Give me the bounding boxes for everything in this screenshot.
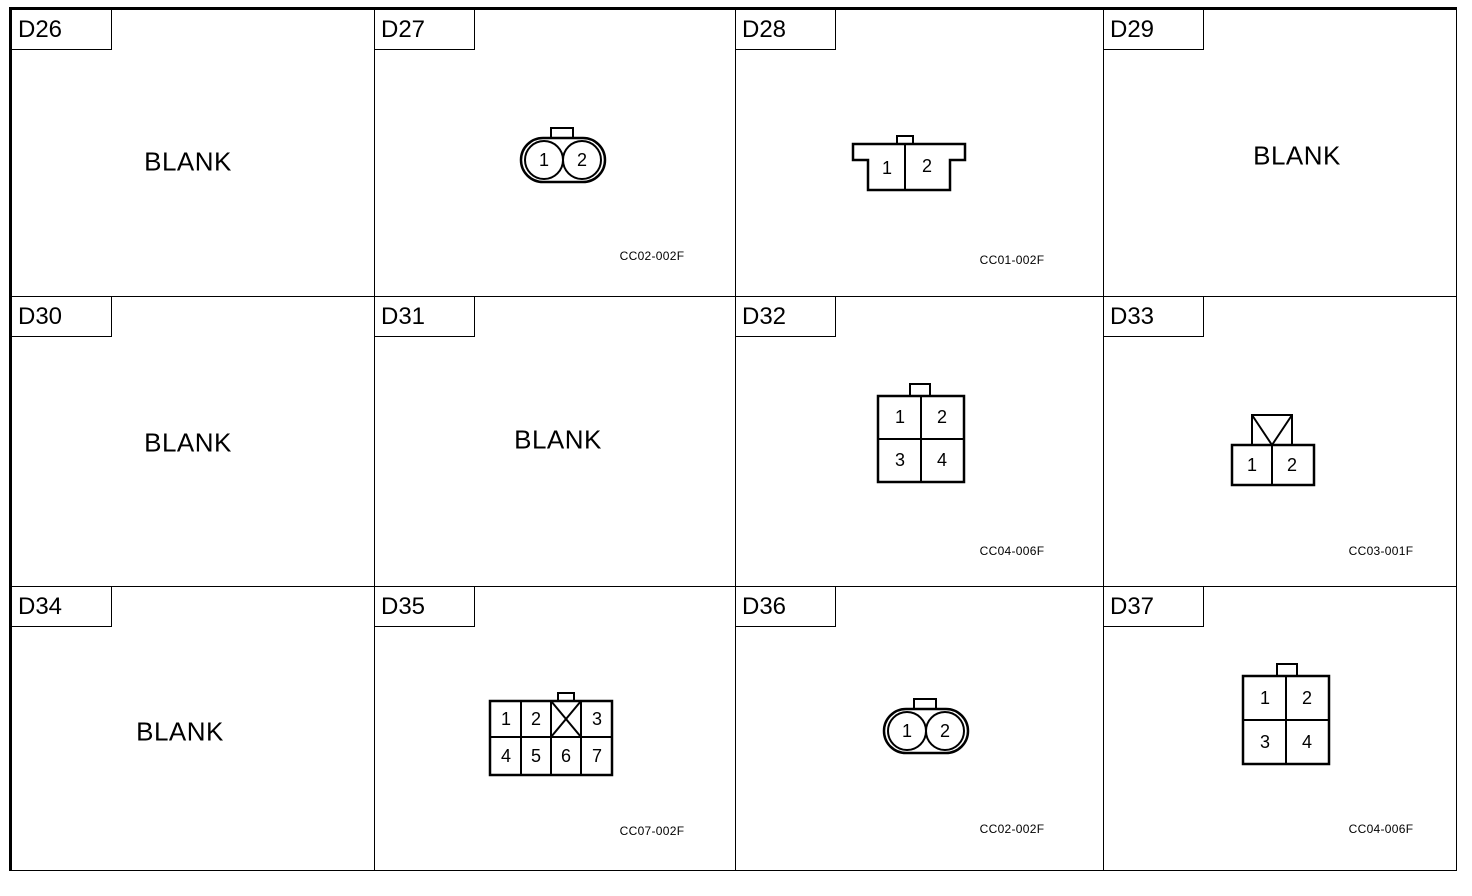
- cell-label: D36: [736, 587, 836, 627]
- pin-1: 1: [1260, 688, 1270, 708]
- connector-code: CC04-006F: [979, 544, 1045, 558]
- cell-d31: D31 BLANK: [374, 296, 737, 587]
- pin-2: 2: [1287, 455, 1297, 475]
- cell-d28: D28 1 2 CC01-002F: [735, 9, 1105, 297]
- cell-label: D27: [375, 10, 475, 50]
- cell-label: D37: [1104, 587, 1204, 627]
- cell-d30: D30 BLANK: [11, 296, 376, 587]
- cell-d26: D26 BLANK: [11, 9, 376, 297]
- connector-code: CC04-006F: [1348, 822, 1414, 836]
- connector-grid: D26 BLANK D27 1 2 CC02-002F D28 1 2 CC01…: [9, 7, 1457, 871]
- cell-label: D28: [736, 10, 836, 50]
- cell-label: D35: [375, 587, 475, 627]
- pin-2: 2: [577, 150, 587, 170]
- blank-text: BLANK: [514, 424, 602, 455]
- pin-3: 3: [895, 450, 905, 470]
- cell-d27: D27 1 2 CC02-002F: [374, 9, 737, 297]
- cell-d34: D34 BLANK: [11, 586, 376, 871]
- cell-label: D33: [1104, 297, 1204, 337]
- cell-label: D30: [12, 297, 112, 337]
- blank-text: BLANK: [136, 716, 224, 747]
- cell-d36: D36 1 2 CC02-002F: [735, 586, 1105, 871]
- connector-keyed-2pin: 1 2: [1230, 414, 1316, 487]
- pin-1: 1: [1247, 455, 1257, 475]
- cell-d29: D29 BLANK: [1103, 9, 1457, 297]
- pin-2: 2: [937, 407, 947, 427]
- connector-code: CC02-002F: [979, 822, 1045, 836]
- connector-code: CC07-002F: [619, 824, 685, 838]
- connector-round-2pin: 1 2: [519, 127, 607, 184]
- pin-1: 1: [501, 709, 511, 729]
- blank-text: BLANK: [144, 146, 232, 177]
- pin-6: 6: [561, 746, 571, 766]
- pin-2: 2: [531, 709, 541, 729]
- blank-text: BLANK: [1253, 140, 1341, 171]
- connector-code: CC02-002F: [619, 249, 685, 263]
- pin-3: 3: [1260, 732, 1270, 752]
- connector-square-4pin: 1 2 3 4: [876, 383, 966, 484]
- pin-1: 1: [882, 158, 892, 178]
- pin-1: 1: [895, 407, 905, 427]
- cell-d37: D37 1 2 3 4 CC04-006F: [1103, 586, 1457, 871]
- blank-text: BLANK: [144, 427, 232, 458]
- connector-7pin: 1 2 3 4 5 6 7: [488, 692, 614, 777]
- connector-code: CC01-002F: [979, 253, 1045, 267]
- connector-code: CC03-001F: [1348, 544, 1414, 558]
- connector-flanged-2pin: 1 2: [851, 135, 967, 192]
- cell-label: D31: [375, 297, 475, 337]
- connector-square-4pin: 1 2 3 4: [1241, 663, 1331, 766]
- pin-4: 4: [501, 746, 511, 766]
- pin-4: 4: [937, 450, 947, 470]
- pin-1: 1: [539, 150, 549, 170]
- cell-d35: D35 1 2 3 4 5 6 7 CC07-002F: [374, 586, 737, 871]
- pin-4: 4: [1302, 732, 1312, 752]
- pin-2: 2: [922, 156, 932, 176]
- cell-label: D32: [736, 297, 836, 337]
- cell-label: D34: [12, 587, 112, 627]
- cell-label: D29: [1104, 10, 1204, 50]
- cell-label: D26: [12, 10, 112, 50]
- pin-2: 2: [1302, 688, 1312, 708]
- cell-d33: D33 1 2 CC03-001F: [1103, 296, 1457, 587]
- pin-7: 7: [592, 746, 602, 766]
- connector-round-2pin: 1 2: [882, 698, 970, 755]
- cell-d32: D32 1 2 3 4 CC04-006F: [735, 296, 1105, 587]
- pin-5: 5: [531, 746, 541, 766]
- pin-2: 2: [940, 721, 950, 741]
- pin-3: 3: [592, 709, 602, 729]
- pin-1: 1: [902, 721, 912, 741]
